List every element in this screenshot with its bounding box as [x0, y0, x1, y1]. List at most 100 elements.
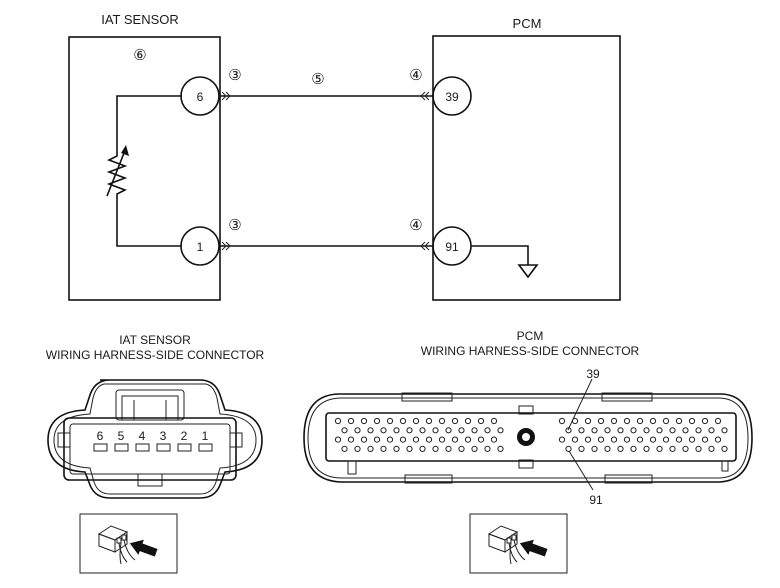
pcm-pin-hole — [682, 445, 689, 452]
pcm-terminal-39: 39 — [432, 76, 472, 116]
pcm-pin-hole — [584, 417, 592, 425]
pcm-pin-hole — [571, 436, 579, 443]
pcm-terminal-91: 91 — [432, 226, 472, 266]
svg-text:91: 91 — [445, 240, 459, 254]
pcm-pin-hole — [643, 445, 650, 452]
pcm-pin-hole — [578, 427, 585, 434]
pcm-pin-hole — [451, 436, 459, 443]
pcm-pin-hole — [558, 417, 566, 425]
pcm-pin-hole — [464, 436, 472, 443]
pcm-pin-hole — [367, 427, 374, 434]
pcm-pin-hole — [341, 427, 348, 434]
pcm-pin-hole — [708, 427, 715, 434]
pcm-pin-hole — [360, 436, 368, 443]
svg-text:6: 6 — [97, 429, 104, 443]
pcm-pin-hole — [623, 436, 631, 443]
pcm-pin-hole — [617, 427, 624, 434]
iat-connector-title-2: WIRING HARNESS-SIDE CONNECTOR — [46, 348, 265, 362]
pcm-pin-hole — [649, 417, 657, 425]
pcm-pin-hole — [347, 417, 355, 425]
pcm-pin-hole — [341, 445, 348, 452]
pcm-pin-hole — [477, 436, 485, 443]
iat-connector-pin-3: 3 — [156, 429, 171, 452]
pcm-pin-hole — [360, 417, 368, 425]
pcm-pin-hole — [630, 445, 637, 452]
iat-component-callout: ⑥ — [133, 47, 146, 64]
pcm-pin-hole — [406, 445, 413, 452]
iat-harness-side-view-icon — [79, 513, 178, 574]
svg-text:2: 2 — [181, 429, 188, 443]
pcm-pin-hole — [610, 436, 618, 443]
pcm-pin-hole — [438, 417, 446, 425]
iat-connector-face — [47, 379, 263, 499]
svg-text:1: 1 — [197, 240, 204, 254]
pcm-pin-hole — [399, 417, 407, 425]
iat-connector-title-1: IAT SENSOR — [119, 333, 191, 347]
pcm-pin-hole — [334, 417, 342, 425]
connector-arrow-icon — [221, 91, 430, 251]
pcm-pin-hole — [432, 445, 439, 452]
pcm-pin-hole — [565, 427, 572, 434]
wire-callout: ⑤ — [311, 71, 324, 88]
pcm-pin-hole — [399, 436, 407, 443]
iat-connector-callout-bottom: ③ — [228, 217, 241, 234]
iat-connector-pin-1: 1 — [198, 429, 213, 452]
pcm-pin-hole — [445, 445, 452, 452]
iat-connector-pin-2: 2 — [177, 429, 192, 452]
pcm-pin-hole — [380, 445, 387, 452]
pcm-pin-hole — [610, 417, 618, 425]
pcm-pin-hole — [393, 445, 400, 452]
pcm-pin-hole — [471, 427, 478, 434]
pcm-pin-hole — [617, 445, 624, 452]
svg-text:3: 3 — [160, 429, 167, 443]
pcm-pin-hole — [419, 427, 426, 434]
pcm-pin-hole — [367, 445, 374, 452]
pcm-pin-hole — [714, 436, 722, 443]
iat-terminal-1: 1 — [180, 226, 220, 266]
pcm-pin-hole — [669, 427, 676, 434]
pcm-pin-hole — [347, 436, 355, 443]
pcm-pin-hole — [438, 436, 446, 443]
pcm-pin-hole — [643, 427, 650, 434]
pcm-pin-hole — [682, 427, 689, 434]
pcm-pin-hole — [458, 427, 465, 434]
pcm-pin-hole — [354, 427, 361, 434]
pcm-pin-hole — [701, 417, 709, 425]
pcm-pin-hole — [714, 417, 722, 425]
pcm-pin-hole — [458, 445, 465, 452]
pcm-pin-hole — [662, 417, 670, 425]
pcm-pin-hole — [701, 436, 709, 443]
pcm-pin-hole — [386, 417, 394, 425]
pcm-title: PCM — [513, 16, 542, 31]
pcm-pin-hole — [490, 436, 498, 443]
pcm-pin-hole — [591, 427, 598, 434]
ground-icon — [517, 264, 539, 279]
pcm-pin-hole — [386, 436, 394, 443]
svg-text:5: 5 — [118, 429, 125, 443]
pcm-pin-hole — [597, 417, 605, 425]
iat-connector-pin-4: 4 — [135, 429, 150, 452]
pcm-connector-face — [303, 392, 753, 484]
pcm-connector-callout-top: ④ — [409, 67, 422, 84]
pcm-pin-hole — [584, 436, 592, 443]
pcm-connector-title-1: PCM — [517, 329, 544, 343]
pcm-pin-hole — [354, 445, 361, 452]
iat-sensor-title: IAT SENSOR — [101, 12, 179, 27]
pcm-pin-hole — [471, 445, 478, 452]
iat-connector-pin-6: 6 — [93, 429, 108, 452]
pcm-pin-hole — [497, 445, 504, 452]
pcm-pin-hole — [412, 436, 420, 443]
pcm-pin-hole — [591, 445, 598, 452]
pcm-pin-hole — [425, 436, 433, 443]
pcm-pin-hole — [565, 445, 572, 452]
iat-connector-callout-top: ③ — [228, 67, 241, 84]
pin-39-leader — [567, 378, 593, 431]
pcm-pin-hole — [380, 427, 387, 434]
pcm-ground-wire — [471, 245, 529, 265]
iat-terminal-6: 6 — [180, 76, 220, 116]
pcm-pin-hole — [656, 445, 663, 452]
svg-text:1: 1 — [202, 429, 209, 443]
pcm-pin-hole — [393, 427, 400, 434]
pcm-pin-hole — [669, 445, 676, 452]
